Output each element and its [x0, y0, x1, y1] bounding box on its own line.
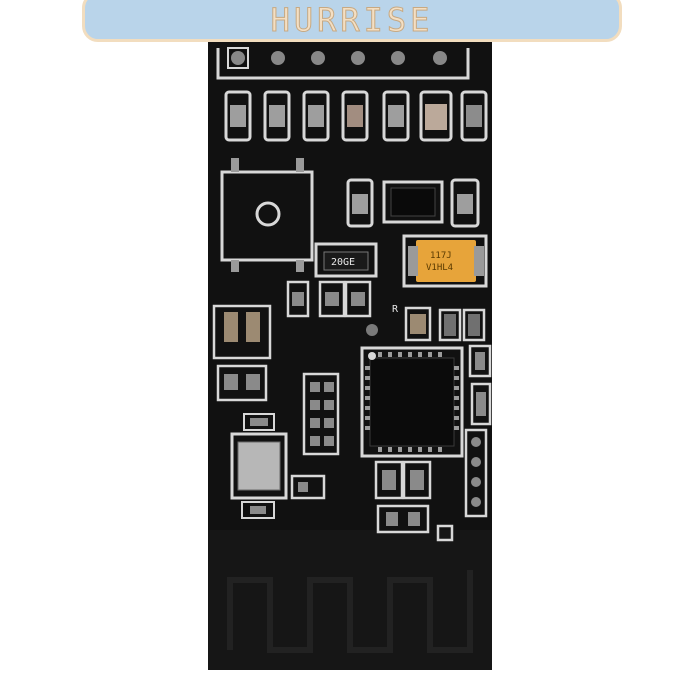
pin-header [216, 47, 470, 80]
bottom-part-bodies [298, 437, 481, 526]
resistor-20ge [314, 242, 378, 278]
mcu-pins [365, 352, 459, 452]
mcu-chip [360, 346, 464, 458]
crystal-oscillator [230, 413, 288, 519]
resistor-marking: 20GE [331, 257, 355, 268]
silk-marking: R [392, 304, 399, 315]
component-row-top [224, 90, 488, 142]
capacitor-marking-line1: 117J [430, 251, 452, 261]
component-bodies-top [230, 104, 482, 130]
button-footprint [220, 158, 314, 272]
component-cluster-bottom [290, 428, 488, 542]
mid-part-bodies [224, 292, 480, 342]
brand-banner: HURRISE [82, 0, 622, 42]
regulator-area [346, 178, 480, 228]
pcb-antenna-trace [227, 570, 473, 653]
resistor-array-bodies [224, 352, 486, 446]
component-cluster-mid [212, 280, 486, 360]
capacitor-marking-line2: V1HL4 [426, 263, 453, 273]
brand-name: HURRISE [270, 1, 434, 40]
resistor-array [216, 344, 492, 456]
tantalum-capacitor [402, 234, 488, 288]
